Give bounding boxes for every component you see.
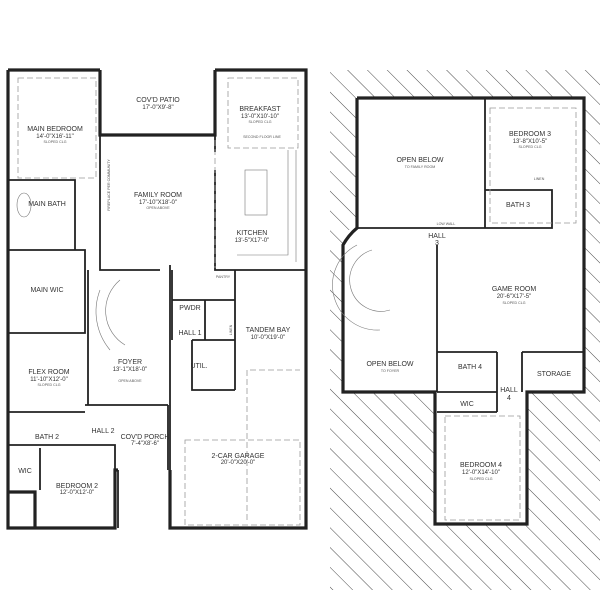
pantry-note: PANTRY <box>216 275 231 279</box>
room-dims: 20'-0"X20'-0" <box>221 460 256 466</box>
room-dims: 10'-0"X19'-0" <box>251 335 286 341</box>
room-name: PWDR <box>179 305 200 312</box>
room-name: BATH 2 <box>35 434 59 441</box>
room-dims: 13'-0"X10'-10" <box>241 114 279 120</box>
room-dims: 13'-8"X10'-5" <box>513 139 548 145</box>
room-note: SLOPED CLG <box>38 383 61 387</box>
room-name: BATH 3 <box>506 202 530 209</box>
room-name: HALL <box>500 387 518 394</box>
second-floor-line-note: SECOND FLOOR LINE <box>243 135 281 139</box>
room-dims: 7'-4"X8'-6" <box>131 441 159 447</box>
room-name: COV'D PATIO <box>136 97 180 104</box>
room-dims: 17'-0"X9'-8" <box>142 105 173 111</box>
room-note: SLOPED CLG <box>519 145 542 149</box>
room-name: BEDROOM 2 <box>56 483 98 490</box>
room-name: HALL 2 <box>91 428 114 435</box>
room-note: TO FOYER <box>381 369 400 373</box>
room-dims: 17'-10"X18'-0" <box>139 200 177 206</box>
room-name: HALL 1 <box>178 330 201 337</box>
room-name: 2-CAR GARAGE <box>212 453 265 460</box>
room-name: BEDROOM 3 <box>509 131 551 138</box>
room-note: OPEN ABOVE <box>118 379 142 383</box>
room-name: COV'D PORCH <box>121 434 170 441</box>
room-name: TANDEM BAY <box>246 327 291 334</box>
linen-note: LINEN <box>229 324 233 335</box>
room-note: TO FAMILY ROOM <box>405 165 436 169</box>
kitchen-island <box>244 169 268 216</box>
room-note: SLOPED CLG <box>470 477 493 481</box>
room-name: MAIN WIC <box>30 287 63 294</box>
room-name: WIC <box>18 468 32 475</box>
room-name: BATH 4 <box>458 364 482 371</box>
room-name: OPEN BELOW <box>366 361 413 368</box>
low-wall-note: LOW WALL <box>437 222 456 226</box>
room-name: OPEN BELOW <box>396 157 443 164</box>
room-dims: 12'-0"X14'-10" <box>462 470 500 476</box>
room-dims: 20'-6"X17'-5" <box>497 294 532 300</box>
room-line2: 4 <box>507 395 511 402</box>
room-note: SLOPED CLG <box>249 120 272 124</box>
room-name: WIC <box>460 401 474 408</box>
exterior-walls <box>341 96 586 526</box>
room-name: STORAGE <box>537 371 571 378</box>
room-name: HALL <box>428 233 446 240</box>
linen-note: LINEN <box>534 177 545 181</box>
bathtub <box>16 192 32 218</box>
room-name: FAMILY ROOM <box>134 192 182 199</box>
room-line2: 3 <box>435 240 439 247</box>
room-dims: 13'-1"X18'-0" <box>113 367 148 373</box>
room-note: SLOPED CLG <box>503 301 526 305</box>
second-floor-plan: OPEN BELOW TO FAMILY ROOM BEDROOM 3 13'-… <box>330 70 600 590</box>
room-dims: 14'-0"X16'-11" <box>36 134 73 140</box>
room-note: OPEN ABOVE <box>146 206 170 210</box>
fireplace-note: FIREPLACE PER COMMUNITY <box>107 159 111 211</box>
room-name: GAME ROOM <box>492 286 537 293</box>
staircase <box>332 244 391 331</box>
room-name: FLEX ROOM <box>28 369 69 376</box>
room-name: BEDROOM 4 <box>460 462 502 469</box>
exterior-walls <box>6 68 308 530</box>
staircase <box>95 279 126 351</box>
room-name: UTIL. <box>190 363 207 370</box>
room-name: MAIN BEDROOM <box>27 126 83 133</box>
room-dims: 11'-10"X12'-0" <box>30 377 67 383</box>
room-dims: 12'-0"X12'-0" <box>60 490 95 496</box>
room-name: BREAKFAST <box>239 106 281 113</box>
room-dims: 13'-5"X17'-0" <box>235 238 270 244</box>
room-name: KITCHEN <box>237 230 268 237</box>
room-note: SLOPED CLG <box>44 140 67 144</box>
roof-hatch <box>330 70 600 590</box>
room-name: FOYER <box>118 359 142 366</box>
room-name: MAIN BATH <box>28 201 66 208</box>
first-floor-plan: COV'D PATIO 17'-0"X9'-8" BREAKFAST 13'-0… <box>6 68 308 530</box>
